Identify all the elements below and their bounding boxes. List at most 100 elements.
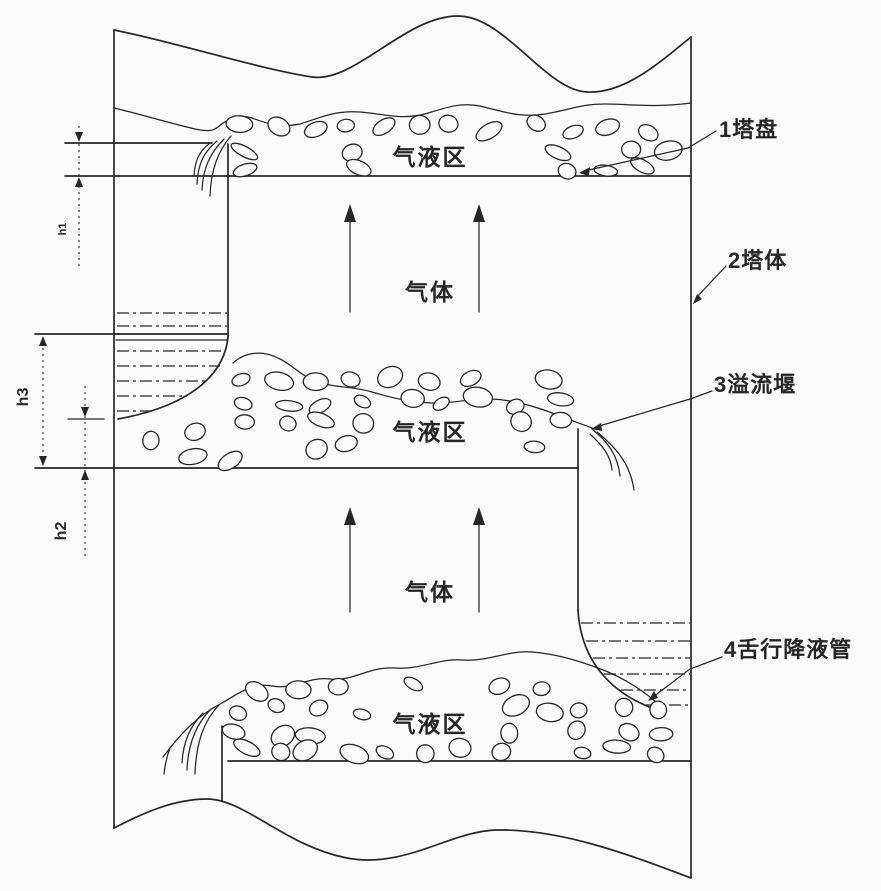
dim-arrowhead xyxy=(39,336,47,346)
left-downcomer xyxy=(34,143,229,420)
liquid-hatch-left-downcomer xyxy=(117,312,227,412)
arrowhead-up-icon xyxy=(344,507,356,525)
froth-bubble xyxy=(352,708,372,721)
froth-bubbles-top xyxy=(225,114,683,180)
gas-up-arrow xyxy=(344,507,356,613)
froth-bubble xyxy=(535,702,564,723)
froth-bubble xyxy=(595,118,621,137)
froth-bubble xyxy=(544,144,572,162)
callout-label-1: 1塔盘 xyxy=(719,117,778,142)
froth-bubble xyxy=(573,746,592,760)
dimension-weir-height: h1 xyxy=(57,126,83,266)
froth-bubble xyxy=(305,438,328,460)
froth-bubble xyxy=(523,440,546,454)
froth-bubble xyxy=(620,140,642,159)
falling-liquid-right xyxy=(589,428,635,491)
froth-bubble xyxy=(352,413,375,434)
gas-label-upper: 气体 xyxy=(404,279,455,305)
froth-bubble xyxy=(339,743,370,765)
froth-bubbles-bottom xyxy=(221,676,674,765)
froth-bubble xyxy=(532,681,551,697)
gas-liquid-zone-label-top: 气液区 xyxy=(392,144,468,170)
froth-bubble xyxy=(267,116,291,137)
froth-bubble xyxy=(334,434,358,453)
gas-liquid-zone-label-middle: 气液区 xyxy=(392,419,468,445)
froth-bubble xyxy=(270,724,296,748)
froth-bubble xyxy=(308,699,329,717)
froth-bubble xyxy=(264,371,295,392)
left-tongue-curve xyxy=(117,336,229,420)
froth-bubble xyxy=(488,677,511,696)
froth-bubble xyxy=(602,739,632,754)
froth-bubble xyxy=(233,738,261,757)
middle-tray: 气液区 xyxy=(34,352,635,611)
froth-bubble xyxy=(228,705,248,722)
froth-bubble xyxy=(408,114,431,135)
dim-label-h1: h1 xyxy=(57,223,69,236)
froth-bubble xyxy=(438,114,459,133)
froth-bubble xyxy=(308,397,332,415)
froth-surface-bottom xyxy=(162,651,658,758)
liquid-streamline xyxy=(209,135,232,197)
froth-bubble xyxy=(459,369,482,388)
callout-tray: 1塔盘 xyxy=(579,117,778,176)
lower-gas-space: 气体 xyxy=(344,507,485,613)
froth-bubble xyxy=(475,121,503,142)
froth-bubble xyxy=(327,677,349,696)
froth-bubble xyxy=(231,372,251,387)
gas-up-arrow xyxy=(473,204,485,313)
bottom-break-line xyxy=(113,798,692,879)
froth-bubble xyxy=(653,140,683,161)
froth-bubble xyxy=(400,388,426,408)
froth-bubble xyxy=(500,722,519,744)
froth-bubble xyxy=(448,737,472,758)
dim-arrowhead xyxy=(75,132,83,142)
froth-bubble xyxy=(225,115,254,134)
froth-bubble xyxy=(648,726,674,742)
froth-bubble xyxy=(526,114,546,132)
liquid-streamline xyxy=(186,708,212,771)
dim-arrowhead xyxy=(39,456,47,466)
dim-label-h3: h3 xyxy=(15,388,32,407)
liquid-streamline xyxy=(201,138,225,191)
leader-line xyxy=(695,265,727,299)
froth-bubble xyxy=(562,124,584,140)
froth-bubble xyxy=(230,142,259,161)
froth-bubble xyxy=(244,681,269,702)
dim-label-h2: h2 xyxy=(53,522,70,541)
upper-gas-space: 气体 xyxy=(344,204,485,313)
gas-label-lower: 气体 xyxy=(404,579,455,605)
froth-bubble xyxy=(375,745,395,760)
froth-bubble xyxy=(567,720,586,741)
froth-bubble xyxy=(340,371,361,388)
froth-bubble xyxy=(377,365,404,389)
froth-bubble xyxy=(618,722,640,742)
dim-arrowhead xyxy=(81,407,89,417)
arrowhead-up-icon xyxy=(473,507,485,525)
leader-arrowhead xyxy=(591,423,602,431)
gas-up-arrow xyxy=(473,507,485,613)
froth-bubble xyxy=(546,392,575,407)
froth-bubble xyxy=(462,386,494,408)
froth-bubble xyxy=(234,414,256,430)
liquid-streamline xyxy=(181,712,204,764)
froth-bubble xyxy=(285,680,312,700)
callout-overflow-weir: 3溢流堰 xyxy=(591,372,796,431)
froth-bubble xyxy=(292,739,318,762)
liquid-streamline xyxy=(163,747,171,775)
froth-bubble xyxy=(432,396,450,412)
leader-arrowhead xyxy=(693,294,702,304)
froth-bubble xyxy=(372,117,396,137)
froth-bubble xyxy=(221,723,246,740)
callout-label-3: 3溢流堰 xyxy=(714,372,796,397)
callout-tongue-downcomer: 4舌行降液管 xyxy=(648,637,851,701)
dim-arrowhead xyxy=(81,470,89,480)
liquid-streamline xyxy=(589,433,613,471)
falling-liquid-top-left xyxy=(193,135,232,197)
dim-arrowhead xyxy=(75,177,83,187)
leader-arrowhead xyxy=(579,167,590,176)
top-tray: 气液区 xyxy=(64,102,692,197)
froth-bubble xyxy=(345,158,372,177)
